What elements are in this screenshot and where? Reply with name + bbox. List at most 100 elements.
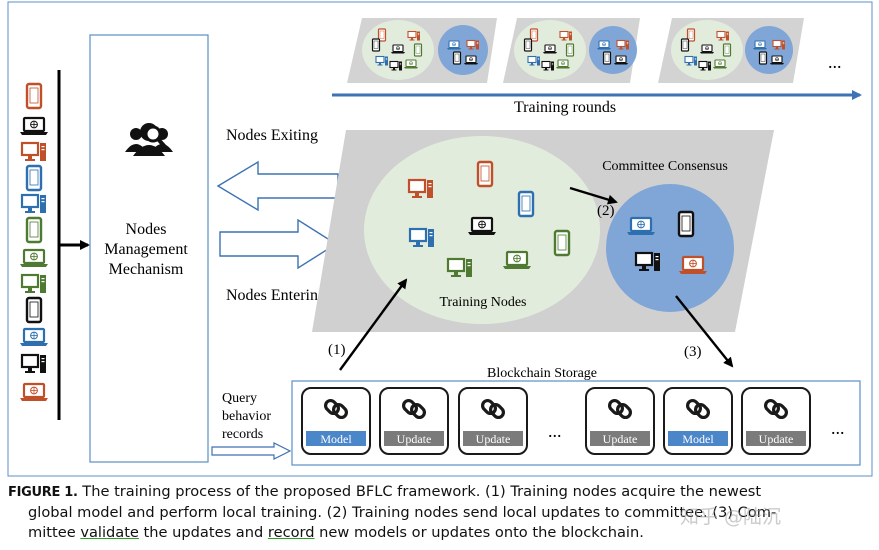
step-3-label: (3) [684, 344, 702, 360]
block-1: Model [301, 387, 371, 455]
block-label-band [384, 431, 444, 446]
laptop-icon [403, 59, 419, 70]
laptop-icon [463, 55, 479, 66]
block-label-band [668, 431, 728, 446]
block-6: Update [741, 387, 811, 455]
watermark-text: 知乎 @陆沉 [680, 506, 782, 528]
laptop-icon [446, 40, 462, 51]
training-round-thumbnails [347, 18, 804, 83]
bflc-diagram: ... Training rounds Nodes Management Mec… [7, 1, 873, 477]
phone-icon [25, 164, 43, 192]
query-records-arrow [211, 442, 292, 460]
desktop-icon [20, 193, 48, 215]
laptop-icon [752, 40, 768, 51]
laptop-icon [18, 248, 50, 269]
laptop-icon [613, 55, 629, 66]
laptop-icon [18, 382, 50, 403]
laptop-icon [501, 250, 533, 271]
block-label-band [746, 431, 806, 446]
query-label-line-3: records [222, 427, 263, 442]
training-nodes-label: Training Nodes [440, 295, 527, 310]
phone-icon [722, 43, 732, 57]
block-2: Update [379, 387, 449, 455]
blocks-ellipsis-end: ... [831, 418, 845, 438]
phone-icon [758, 51, 768, 65]
caption-validate-word: validate [80, 524, 139, 541]
phone-icon [677, 210, 695, 238]
caption-line-3-part-b: the updates and [138, 524, 268, 541]
figure-frame [7, 1, 873, 477]
laptop-icon [542, 44, 558, 55]
mechanism-label-line-1: Nodes [126, 221, 167, 238]
phone-icon [680, 38, 690, 52]
desktop-icon [20, 141, 48, 163]
block-label-band [590, 431, 650, 446]
laptop-icon [390, 44, 406, 55]
caption-record-word: record [267, 524, 315, 541]
nodes-exiting-arrow [216, 160, 339, 212]
desktop-icon [20, 353, 48, 375]
nodes-entering-arrow [219, 218, 338, 270]
laptop-icon [596, 40, 612, 51]
laptop-icon [18, 116, 50, 137]
query-label-line-2: behavior [222, 409, 271, 424]
user-group-icon [125, 123, 173, 156]
phone-icon [25, 82, 43, 110]
laptop-icon [769, 55, 785, 66]
phone-icon [565, 43, 575, 57]
laptop-icon [555, 59, 571, 70]
committee-consensus-label: Committee Consensus [602, 159, 728, 174]
block-label: Update [759, 432, 794, 446]
block-4: Update [585, 387, 655, 455]
committee-circle [606, 184, 734, 312]
nodes-entering-label: Nodes Entering [226, 287, 326, 304]
step-2-arrow [569, 186, 618, 205]
training-rounds-label: Training rounds [514, 99, 616, 116]
block-label: Model [320, 432, 352, 446]
caption-line-3-part-a: mittee [28, 524, 81, 541]
phone-icon [476, 160, 494, 188]
phone-icon [553, 229, 571, 257]
left-device-column [18, 82, 50, 403]
laptop-icon [625, 216, 657, 237]
nodes-exiting-label: Nodes Exiting [226, 127, 318, 144]
caption-line-1: The training process of the proposed BFL… [77, 483, 762, 500]
mechanism-label-line-3: Mechanism [109, 261, 184, 278]
block-label: Update [476, 432, 511, 446]
caption-line-2: global model and perform local training.… [28, 504, 777, 521]
step-2-label: (2) [597, 203, 615, 219]
caption-line-3-part-c: new models or updates onto the blockchai… [314, 524, 644, 541]
desktop-icon [20, 273, 48, 295]
query-label-line-1: Query [222, 391, 257, 406]
laptop-icon [18, 327, 50, 348]
rounds-ellipsis: ... [828, 52, 842, 72]
blockchain-storage-label: Blockchain Storage [487, 366, 597, 381]
phone-icon [517, 190, 535, 218]
phone-icon [413, 43, 423, 57]
block-label: Update [603, 432, 638, 446]
block-label: Model [682, 432, 714, 446]
mechanism-label-line-2: Management [104, 241, 188, 258]
block-5: Model [663, 387, 733, 455]
figure-caption: FIGURE 1. The training process of the pr… [8, 482, 872, 543]
laptop-icon [677, 255, 709, 276]
phone-icon [602, 51, 612, 65]
block-label-band [463, 431, 523, 446]
block-label-band [306, 431, 366, 446]
laptop-icon [712, 59, 728, 70]
phone-icon [523, 38, 533, 52]
caption-line-3: mittee validate the updates and record n… [8, 523, 872, 543]
laptop-icon [466, 216, 498, 237]
blocks-ellipsis-middle: ... [548, 421, 562, 441]
nodes-management-box [89, 34, 209, 463]
phone-icon [25, 296, 43, 324]
step-3-arrow [675, 295, 734, 368]
phone-icon [371, 38, 381, 52]
step-1-arrow [339, 278, 408, 371]
laptop-icon [699, 44, 715, 55]
figure-label: FIGURE 1. [8, 485, 78, 500]
blockchain-blocks: Model Update Update Update Model Update [301, 387, 811, 455]
block-label: Update [397, 432, 432, 446]
step-1-label: (1) [328, 342, 346, 358]
phone-icon [452, 51, 462, 65]
